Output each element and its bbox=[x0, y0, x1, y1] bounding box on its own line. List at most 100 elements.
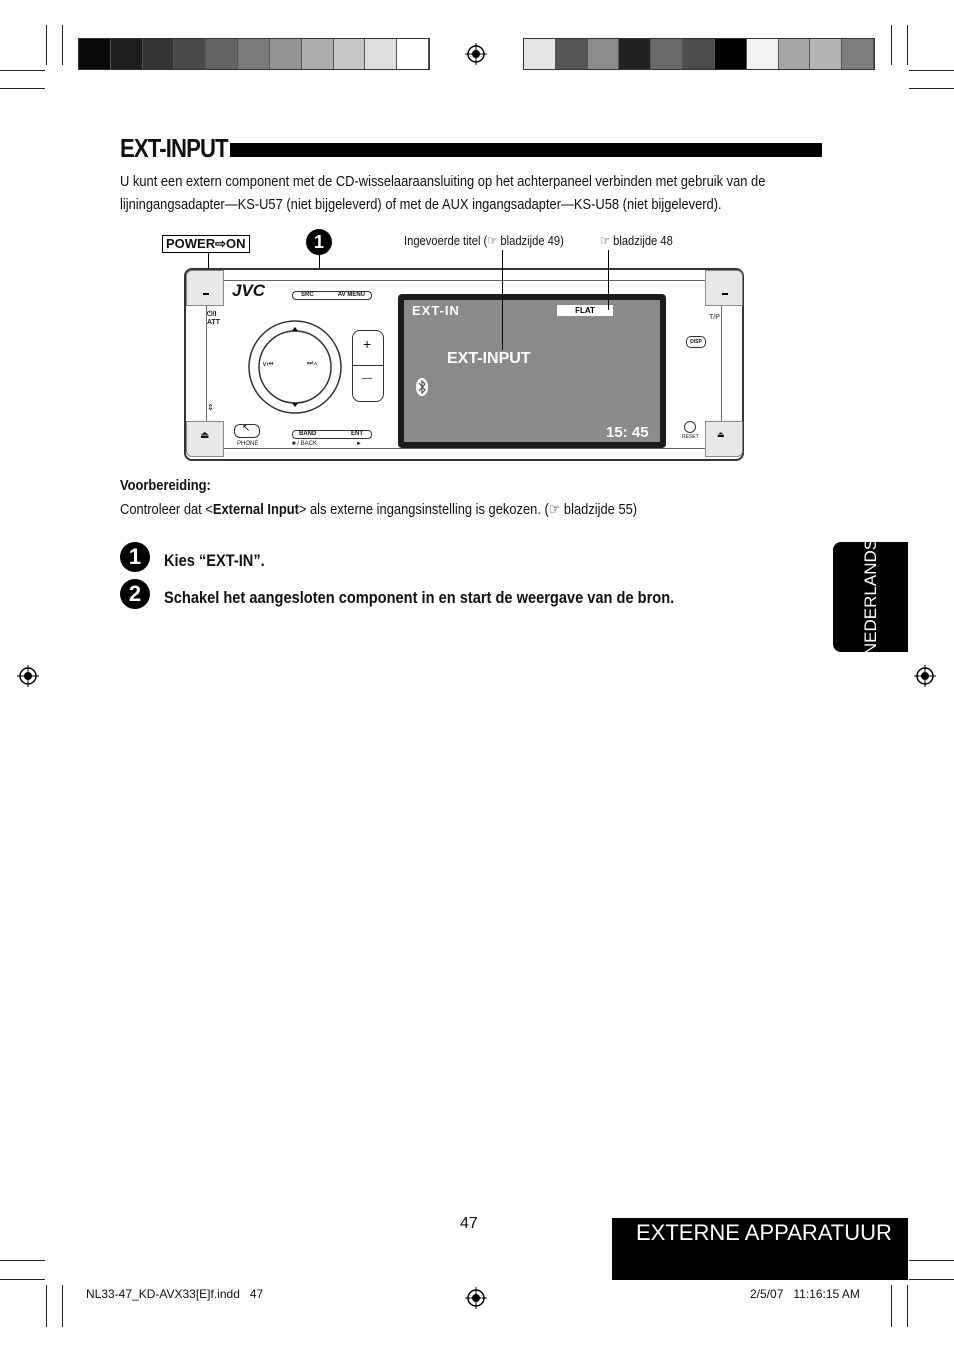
band-ent-button[interactable]: BAND ENT bbox=[292, 430, 372, 439]
band-label: BAND bbox=[299, 431, 317, 437]
crop-mark bbox=[0, 88, 45, 89]
prep-text-before: Controleer dat < bbox=[120, 501, 213, 518]
power-att-button[interactable] bbox=[186, 270, 224, 306]
prep-text-bold: External Input bbox=[212, 501, 299, 518]
avmenu-label: AV MENU bbox=[337, 292, 365, 298]
callout-number-1: 1 bbox=[306, 229, 332, 255]
color-swatch bbox=[206, 39, 239, 69]
crop-mark bbox=[0, 1260, 45, 1261]
source-indicator: EXT-IN bbox=[412, 303, 460, 318]
crop-mark bbox=[0, 70, 45, 71]
display-screen: EXT-IN FLAT EXT-INPUT 15: 45 bbox=[398, 294, 666, 448]
preparation-text: Controleer dat <External Input> als exte… bbox=[120, 500, 637, 518]
color-swatch bbox=[746, 39, 779, 69]
crop-mark bbox=[909, 70, 954, 71]
crop-mark bbox=[891, 25, 892, 65]
src-button[interactable]: SRC AV MENU bbox=[292, 291, 372, 300]
disp-button[interactable]: DISP bbox=[686, 336, 706, 348]
att-label: ⏻/I ATT bbox=[207, 311, 221, 326]
power-on-label: POWER⇨ON bbox=[162, 235, 250, 253]
brand-logo: JVC bbox=[232, 281, 266, 300]
registration-mark-icon bbox=[465, 43, 487, 65]
registration-mark-icon bbox=[914, 665, 936, 687]
color-swatch bbox=[555, 39, 588, 69]
color-swatch bbox=[142, 39, 175, 69]
clock-display: 15: 45 bbox=[606, 424, 649, 441]
preparation-heading: Voorbereiding: bbox=[120, 477, 211, 494]
screen-title: EXT-INPUT bbox=[447, 350, 531, 367]
volume-rocker[interactable]: + — bbox=[352, 330, 384, 402]
skip-forward-icon: ⏭∧ bbox=[307, 360, 318, 367]
color-swatch bbox=[842, 39, 874, 69]
eq-indicator: FLAT bbox=[557, 305, 613, 316]
crop-mark bbox=[46, 1285, 47, 1327]
chapter-tab-label: EXTERNE APPARATUUR bbox=[636, 1220, 892, 1245]
step-text: Schakel het aangesloten component in en … bbox=[164, 588, 675, 607]
crop-mark bbox=[907, 1285, 908, 1327]
color-swatch bbox=[587, 39, 620, 69]
color-swatch bbox=[714, 39, 747, 69]
file-slug: NL33-47_KD-AVX33[E]f.indd 47 bbox=[86, 1287, 264, 1301]
phone-icon: ↖ bbox=[242, 423, 251, 434]
prep-text-after: > als externe ingangsinstelling is gekoz… bbox=[298, 501, 638, 518]
callout-flat-ref: ☞ bladzijde 48 bbox=[600, 233, 673, 248]
crop-mark bbox=[62, 1285, 63, 1327]
color-swatch bbox=[778, 39, 811, 69]
color-swatch bbox=[651, 39, 684, 69]
phone-button[interactable]: ↖ bbox=[234, 423, 260, 438]
registration-mark-icon bbox=[465, 1287, 487, 1309]
color-swatch bbox=[619, 39, 652, 69]
color-swatch bbox=[269, 39, 302, 69]
eject-side-icon: ⇕ bbox=[207, 403, 214, 412]
disp-label: DISP bbox=[690, 339, 702, 345]
volume-up-label: + bbox=[363, 336, 372, 352]
crop-mark bbox=[0, 1279, 45, 1280]
crop-mark bbox=[909, 88, 954, 89]
step-number: 2 bbox=[120, 579, 150, 609]
faceplate-inner-frame bbox=[206, 280, 722, 449]
detach-button[interactable]: ⏏ bbox=[705, 421, 743, 457]
page-number: 47 bbox=[460, 1215, 478, 1232]
color-swatch bbox=[397, 39, 429, 69]
color-swatch bbox=[333, 39, 366, 69]
color-swatch bbox=[79, 39, 111, 69]
volume-down-label: — bbox=[362, 373, 372, 384]
crop-mark bbox=[46, 25, 47, 65]
step-number: 1 bbox=[120, 542, 150, 572]
language-tab: NEDERLANDS bbox=[833, 539, 908, 655]
color-swatch bbox=[238, 39, 270, 69]
bluetooth-icon bbox=[416, 378, 428, 396]
play-label: ► bbox=[356, 441, 362, 447]
eject-button[interactable]: ⏏ bbox=[186, 421, 224, 457]
callout-title-ref: Ingevoerde titel (☞ bladzijde 49) bbox=[404, 233, 564, 248]
color-swatch bbox=[301, 39, 334, 69]
back-label: ■ / BACK bbox=[292, 441, 317, 447]
src-label: SRC bbox=[301, 292, 314, 298]
control-dial[interactable] bbox=[247, 319, 343, 415]
step-text: Kies “EXT-IN”. bbox=[164, 551, 265, 570]
crop-mark bbox=[907, 25, 908, 65]
reset-button[interactable] bbox=[684, 421, 696, 433]
color-swatch bbox=[810, 39, 843, 69]
color-swatch bbox=[110, 39, 143, 69]
tp-button[interactable] bbox=[705, 270, 743, 306]
callout-line bbox=[502, 250, 503, 350]
reset-label: RESET bbox=[682, 434, 699, 440]
color-swatch bbox=[174, 39, 207, 69]
skip-back-icon: ∨⏮ bbox=[262, 361, 274, 368]
detach-icon: ⏏ bbox=[717, 430, 725, 439]
tp-label: T/P bbox=[709, 314, 720, 321]
phone-label: PHONE bbox=[237, 441, 259, 447]
color-swatch bbox=[683, 39, 715, 69]
date-slug: 2/5/07 11:16:15 AM bbox=[750, 1287, 860, 1301]
crop-mark bbox=[909, 1279, 954, 1280]
callout-line bbox=[608, 250, 609, 310]
intro-paragraph: U kunt een extern component met de CD-wi… bbox=[120, 173, 766, 213]
crop-mark bbox=[62, 25, 63, 65]
crop-mark bbox=[891, 1285, 892, 1327]
title-rule bbox=[230, 143, 822, 157]
registration-mark-icon bbox=[17, 665, 39, 687]
eject-icon: ⏏ bbox=[200, 430, 210, 441]
display-area: EXT-IN FLAT EXT-INPUT 15: 45 bbox=[404, 300, 660, 442]
color-swatch bbox=[524, 39, 556, 69]
